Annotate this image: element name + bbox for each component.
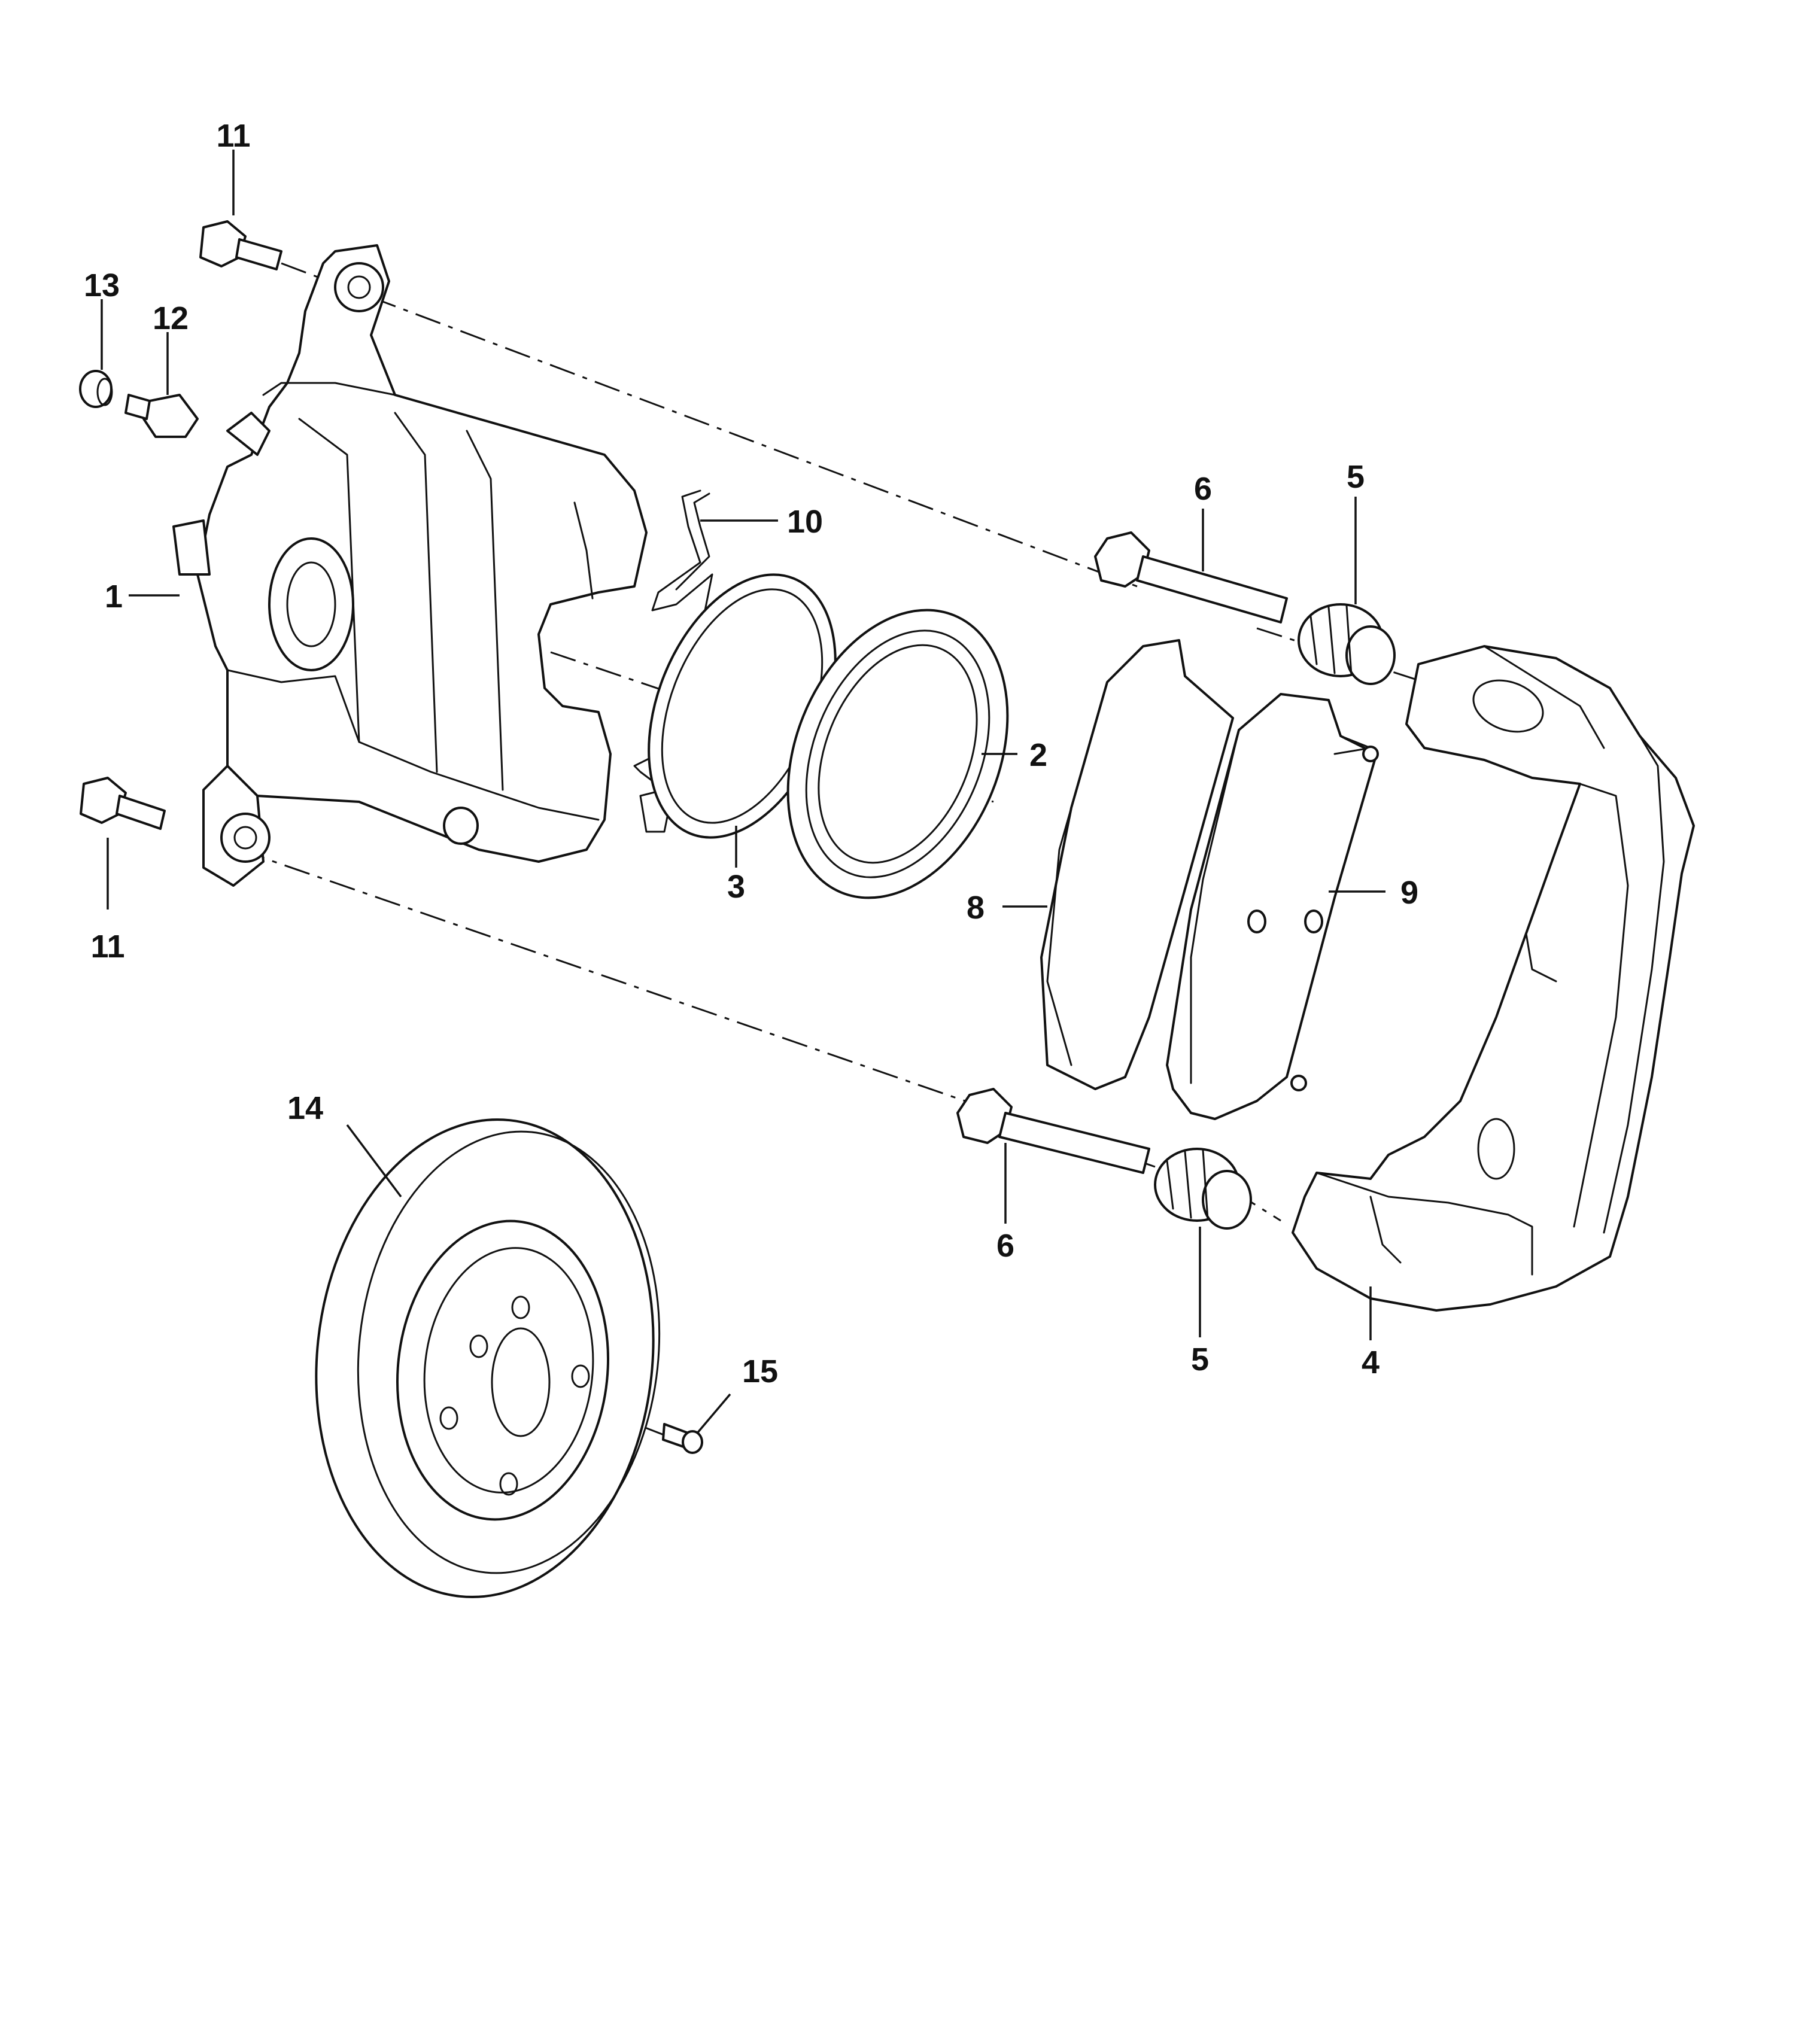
callout-8: 8 xyxy=(967,890,985,926)
callout-4: 4 xyxy=(1362,1345,1380,1380)
callout-11-bottom: 11 xyxy=(90,929,124,965)
callout-6-top: 6 xyxy=(1194,471,1212,507)
inner-brake-pad xyxy=(1166,693,1379,1120)
pin-boot-upper xyxy=(1298,603,1396,685)
callout-14: 14 xyxy=(287,1090,323,1126)
caliper-bolt-lower xyxy=(80,777,166,830)
callout-2: 2 xyxy=(1029,737,1047,773)
callout-5-top: 5 xyxy=(1347,459,1365,495)
callout-15: 15 xyxy=(742,1353,778,1389)
callout-9: 9 xyxy=(1400,875,1418,911)
callout-5-bottom: 5 xyxy=(1191,1342,1209,1377)
caliper-bolt-upper xyxy=(199,220,282,270)
disc-retaining-screw xyxy=(662,1423,703,1454)
callout-10: 10 xyxy=(787,504,823,540)
bleed-screw xyxy=(124,394,199,438)
callout-12: 12 xyxy=(153,300,189,336)
caliper-carrier-bracket xyxy=(1292,645,1695,1312)
brake-disc xyxy=(315,1118,661,1598)
callout-6-bottom: 6 xyxy=(996,1228,1014,1264)
outer-brake-pad xyxy=(1040,639,1234,1090)
callout-11-top: 11 xyxy=(216,118,250,154)
caliper-housing xyxy=(172,244,648,887)
dust-boot xyxy=(786,609,1009,899)
guide-pin-lower xyxy=(956,1088,1150,1174)
guide-pin-upper xyxy=(1094,531,1288,623)
pin-boot-lower xyxy=(1154,1148,1252,1230)
callout-labels: 11 13 12 1 10 2 3 8 9 6 5 11 6 5 4 14 15 xyxy=(84,118,1418,1389)
leader-lines xyxy=(101,150,1385,1434)
bleed-cap xyxy=(79,370,113,408)
callout-3: 3 xyxy=(727,869,745,905)
callout-1: 1 xyxy=(105,579,123,615)
callout-13: 13 xyxy=(84,267,120,303)
